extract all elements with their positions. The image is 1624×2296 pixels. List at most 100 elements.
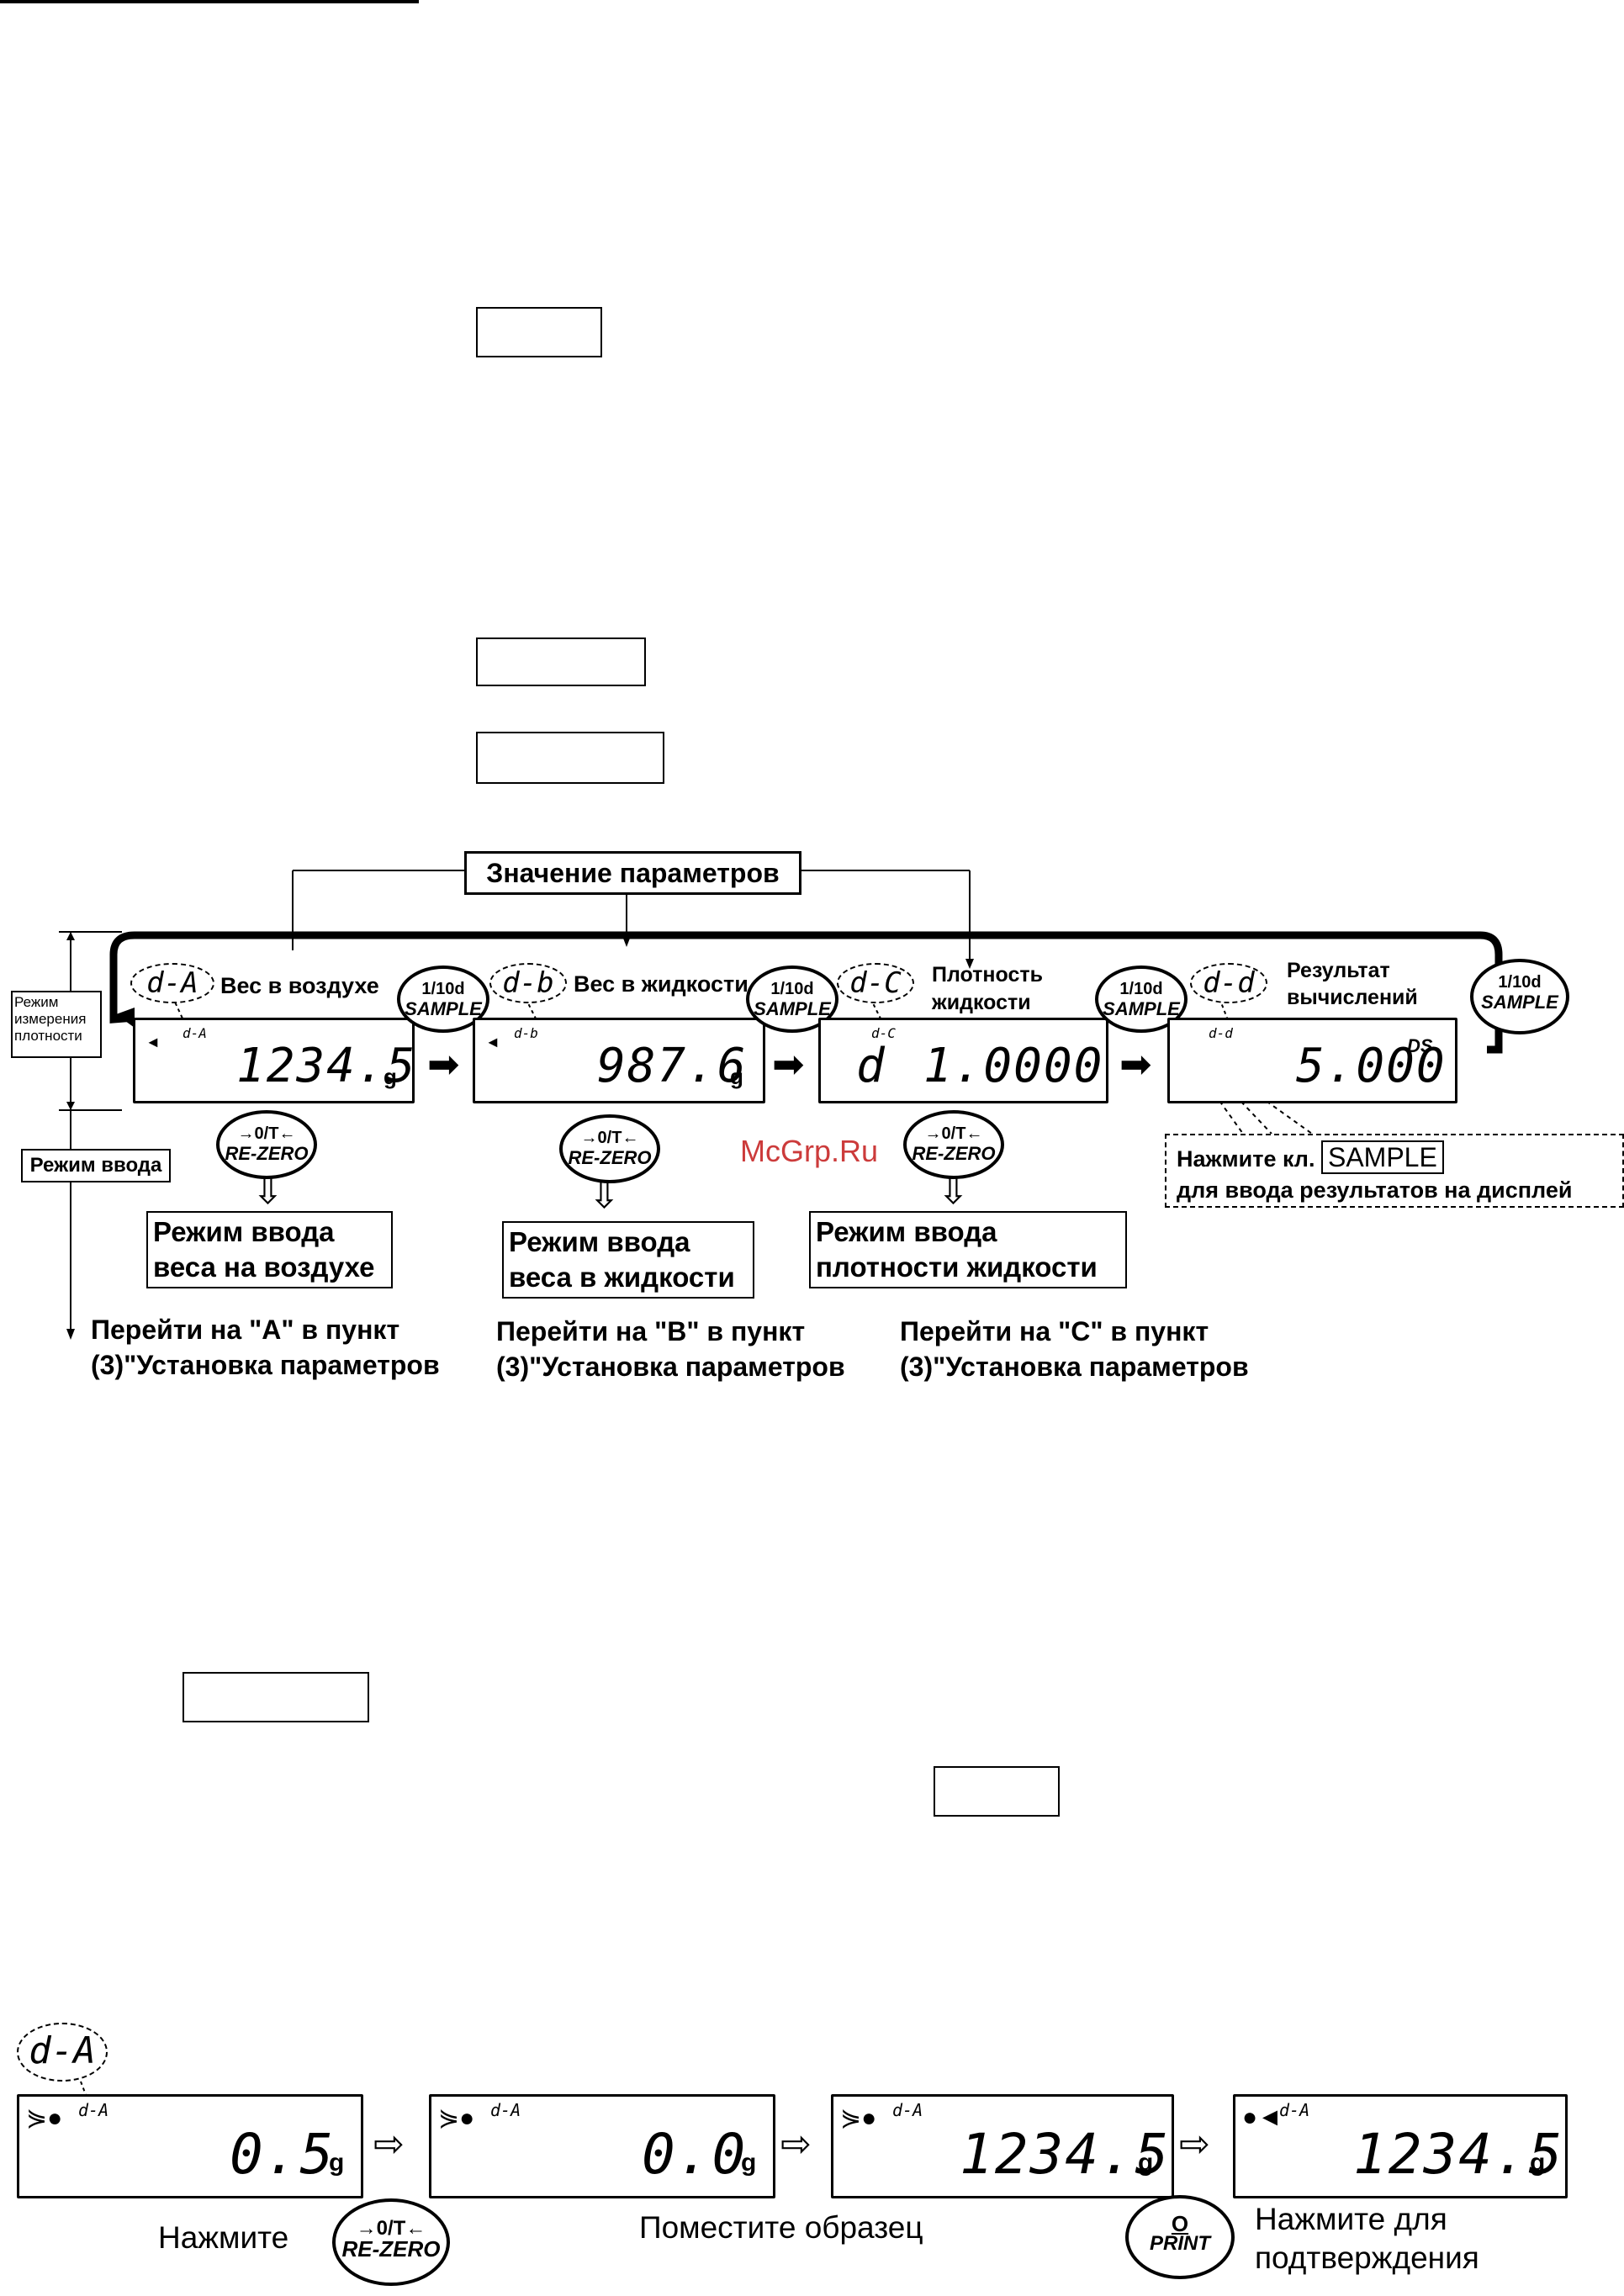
rezero-key-1[interactable]: →0/T← RE-ZERO — [216, 1110, 317, 1179]
density-mode-text: Режим измерения плотности — [14, 994, 87, 1044]
goto-c-line2: (3)"Установка параметров — [900, 1352, 1249, 1382]
panel-b-tag: d-b — [514, 1025, 538, 1041]
sample-key-4[interactable]: 1/10d SAMPLE — [1470, 959, 1569, 1034]
hollow-arrow-icon-1: ⇨ — [373, 2124, 405, 2165]
placeholder-box-1 — [476, 307, 602, 357]
sample-key-4-line1: 1/10d — [1498, 973, 1542, 992]
input-mode-density-line2: плотности жидкости — [816, 1251, 1098, 1283]
sequence-display-1-value: 0.5 — [230, 2122, 336, 2187]
arrow-right-icon-1: ➡ — [427, 1042, 460, 1086]
sequence-display-2-tag: d-A — [490, 2100, 521, 2120]
panel-d-tag: d-d — [1209, 1025, 1233, 1041]
sequence-display-2-value: 0.0 — [642, 2122, 748, 2187]
sample-key-2-line2: SAMPLE — [754, 998, 831, 1019]
panel-b-value: 987.6 — [597, 1039, 748, 1093]
sequence-display-3-unit: g — [1138, 2149, 1154, 2177]
hollow-arrow-icon-3: ⇨ — [1179, 2124, 1210, 2165]
stable-indicator-icon-2: ⋟● — [438, 2104, 475, 2132]
panel-d-bubble: d-d — [1190, 963, 1267, 1003]
rezero-key-3-line2: RE-ZERO — [912, 1143, 996, 1164]
panel-d-value: 5.000 — [1296, 1039, 1447, 1093]
panel-b-caption: Вес в жидкости — [574, 971, 749, 997]
placeholder-box-3 — [476, 732, 664, 784]
sequence-display-4: ●◄ d-A 1234.5 g — [1233, 2094, 1568, 2198]
panel-a-caption: Вес в воздухе — [220, 973, 379, 998]
sample-note-key: SAMPLE — [1320, 1140, 1444, 1174]
sample-note-prefix: Нажмите кл. — [1177, 1146, 1315, 1172]
sequence-display-2-unit: g — [741, 2149, 757, 2177]
input-mode-air: Режим ввода веса на воздухе — [146, 1211, 393, 1288]
sample-key-1-line1: 1/10d — [421, 980, 465, 998]
rezero-key-3[interactable]: →0/T← RE-ZERO — [903, 1110, 1004, 1179]
panel-b-pointer-icon: ◄ — [485, 1034, 500, 1050]
sequence-display-1: ⋟● d-A 0.5 g — [17, 2094, 363, 2198]
panel-c-bubble: d-C — [837, 963, 914, 1003]
stable-indicator-icon-3: ⋟● — [840, 2104, 877, 2132]
panel-b-display: d-b ◄ 987.6 g — [473, 1018, 765, 1103]
sequence-display-3-value: 1234.5 — [960, 2122, 1171, 2187]
arrow-right-icon-2: ➡ — [772, 1042, 805, 1086]
sequence-display-1-unit: g — [329, 2149, 345, 2177]
sample-note-line2: для ввода результатов на дисплей — [1177, 1177, 1573, 1203]
panel-a-value: 1234.5 — [236, 1039, 417, 1093]
panel-c-value: 1.0000 — [923, 1039, 1104, 1093]
panel-d-caption-1: Результат — [1287, 959, 1390, 982]
confirm-label: Нажмите для подтверждения — [1255, 2200, 1479, 2277]
panel-d-unit: DS — [1407, 1035, 1433, 1056]
rezero-key-1-line2: RE-ZERO — [225, 1143, 309, 1164]
sample-key-3-line2: SAMPLE — [1103, 998, 1180, 1019]
sequence-display-4-tag: d-A — [1279, 2100, 1310, 2120]
rezero-key-bottom[interactable]: →0/T← RE-ZERO — [332, 2198, 450, 2286]
parameters-title: Значение параметров — [464, 851, 801, 895]
print-key[interactable]: O PRINT — [1125, 2195, 1235, 2279]
input-mode-liquid-line1: Режим ввода — [509, 1226, 690, 1257]
placeholder-box-4 — [183, 1672, 369, 1722]
panel-c-prefix: d — [856, 1039, 886, 1093]
sequence-display-3: ⋟● d-A 1234.5 g — [831, 2094, 1174, 2198]
input-mode-air-line1: Режим ввода — [153, 1216, 335, 1247]
rezero-key-bottom-line2: RE-ZERO — [341, 2236, 441, 2262]
placeholder-box-5 — [934, 1766, 1060, 1817]
down-arrow-icon-1: ⇩ — [252, 1171, 283, 1212]
sequence-display-4-value: 1234.5 — [1353, 2122, 1564, 2187]
goto-b: Перейти на "B" в пункт (3)"Установка пар… — [496, 1314, 845, 1384]
down-arrow-icon-3: ⇩ — [938, 1171, 969, 1212]
panel-a-tag: d-A — [183, 1025, 207, 1041]
confirm-line2: подтверждения — [1255, 2240, 1479, 2275]
stable-indicator-icon-1: ⋟● — [26, 2104, 63, 2132]
panel-b-unit: g — [730, 1064, 743, 1089]
watermark: McGrp.Ru — [740, 1134, 879, 1168]
input-mode-density: Режим ввода плотности жидкости — [809, 1211, 1127, 1288]
rezero-key-3-line1: →0/T← — [924, 1124, 983, 1143]
panel-c-caption-1: Плотность — [932, 963, 1043, 987]
panel-c-tag: d-C — [871, 1025, 896, 1041]
stable-indicator-icon-4: ●◄ — [1242, 2103, 1283, 2131]
panel-b-bubble: d-b — [489, 963, 567, 1003]
input-mode-liquid-line2: веса в жидкости — [509, 1262, 735, 1293]
panel-c-display: d-C d 1.0000 — [818, 1018, 1108, 1103]
input-mode-air-line2: веса на воздухе — [153, 1251, 375, 1283]
print-key-line1: O — [1171, 2211, 1189, 2236]
input-mode-liquid: Режим ввода веса в жидкости — [502, 1221, 754, 1299]
sequence-bubble: d-A — [17, 2023, 108, 2082]
down-arrow-icon-2: ⇩ — [589, 1175, 620, 1216]
panel-a-display: d-A ◄ 1234.5 g — [133, 1018, 415, 1103]
rezero-key-2[interactable]: →0/T← RE-ZERO — [559, 1114, 660, 1183]
sample-key-1-line2: SAMPLE — [405, 998, 482, 1019]
goto-c: Перейти на "C" в пункт (3)"Установка пар… — [900, 1314, 1249, 1384]
sequence-display-3-tag: d-A — [892, 2100, 923, 2120]
sample-key-3-line1: 1/10d — [1119, 980, 1163, 998]
press-label: Нажмите — [158, 2220, 289, 2255]
input-mode-density-line1: Режим ввода — [816, 1216, 997, 1247]
hollow-arrow-icon-2: ⇨ — [780, 2124, 812, 2165]
placeholder-box-2 — [476, 637, 646, 686]
sample-key-4-line2: SAMPLE — [1481, 992, 1558, 1013]
sample-key-1[interactable]: 1/10d SAMPLE — [397, 965, 489, 1033]
goto-c-line1: Перейти на "C" в пункт — [900, 1316, 1209, 1346]
confirm-line1: Нажмите для — [1255, 2202, 1447, 2236]
goto-b-line1: Перейти на "B" в пункт — [496, 1316, 806, 1346]
input-mode-label: Режим ввода — [21, 1149, 171, 1182]
panel-d-caption-2: вычислений — [1287, 986, 1418, 1009]
goto-a: Перейти на "A" в пункт (3)"Установка пар… — [91, 1312, 440, 1383]
input-mode-text: Режим ввода — [29, 1154, 162, 1177]
